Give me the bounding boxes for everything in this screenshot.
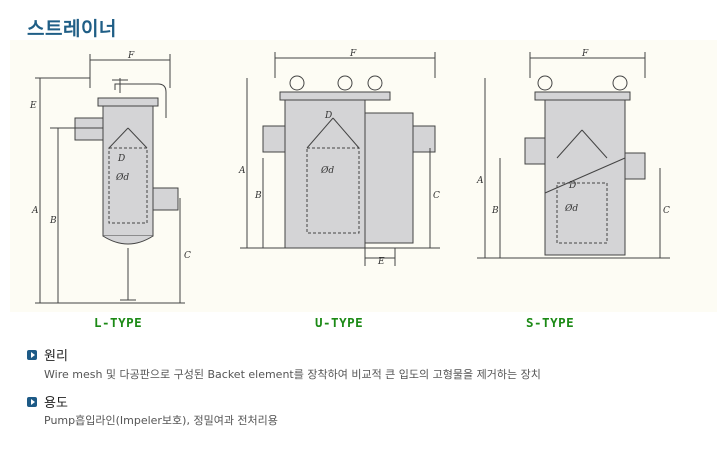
l-dim-f: F xyxy=(127,51,135,61)
l-dim-od: Ød xyxy=(115,172,129,183)
u-dim-f: F xyxy=(349,49,357,59)
usage-text: Pump흡입라인(Impeler보호), 정밀여과 전처리용 xyxy=(44,414,278,427)
principle-text: Wire mesh 및 다공판으로 구성된 Backet element를 장착… xyxy=(44,368,541,381)
page-title: 스트레이너 xyxy=(27,18,117,40)
s-dim-d: D xyxy=(568,181,576,191)
s-dim-f: F xyxy=(581,49,589,59)
l-type-label: L-TYPE xyxy=(94,315,143,330)
u-dim-c: C xyxy=(433,191,440,201)
s-dim-c: C xyxy=(663,206,670,216)
bullet-arrow-icon xyxy=(27,349,37,360)
l-type-drawing: F E A B C D Ød xyxy=(29,51,191,304)
u-dim-b: B xyxy=(254,191,262,201)
u-type-label: U-TYPE xyxy=(315,315,364,330)
usage-title: 용도 xyxy=(44,396,68,411)
l-dim-b: B xyxy=(49,216,57,226)
u-dim-d: D xyxy=(324,111,332,121)
u-dim-a: A xyxy=(238,166,246,176)
l-dim-d: D xyxy=(117,154,125,164)
bullet-arrow-icon xyxy=(27,396,37,407)
l-dim-c: C xyxy=(184,251,191,261)
u-dim-e: E xyxy=(377,257,385,267)
s-dim-od: Ød xyxy=(564,203,578,214)
s-dim-b: B xyxy=(491,206,499,216)
s-dim-a: A xyxy=(476,176,484,186)
principle-heading: 원리 xyxy=(27,345,68,364)
s-type-drawing: F A B C D Ød xyxy=(476,49,670,259)
l-dim-a: A xyxy=(31,206,39,216)
s-type-label: S-TYPE xyxy=(526,315,575,330)
u-dim-od: Ød xyxy=(320,165,334,176)
l-dim-e: E xyxy=(29,101,37,111)
usage-heading: 용도 xyxy=(27,392,68,411)
principle-title: 원리 xyxy=(44,349,68,364)
u-type-drawing: F A B C D Ød E xyxy=(238,49,440,267)
